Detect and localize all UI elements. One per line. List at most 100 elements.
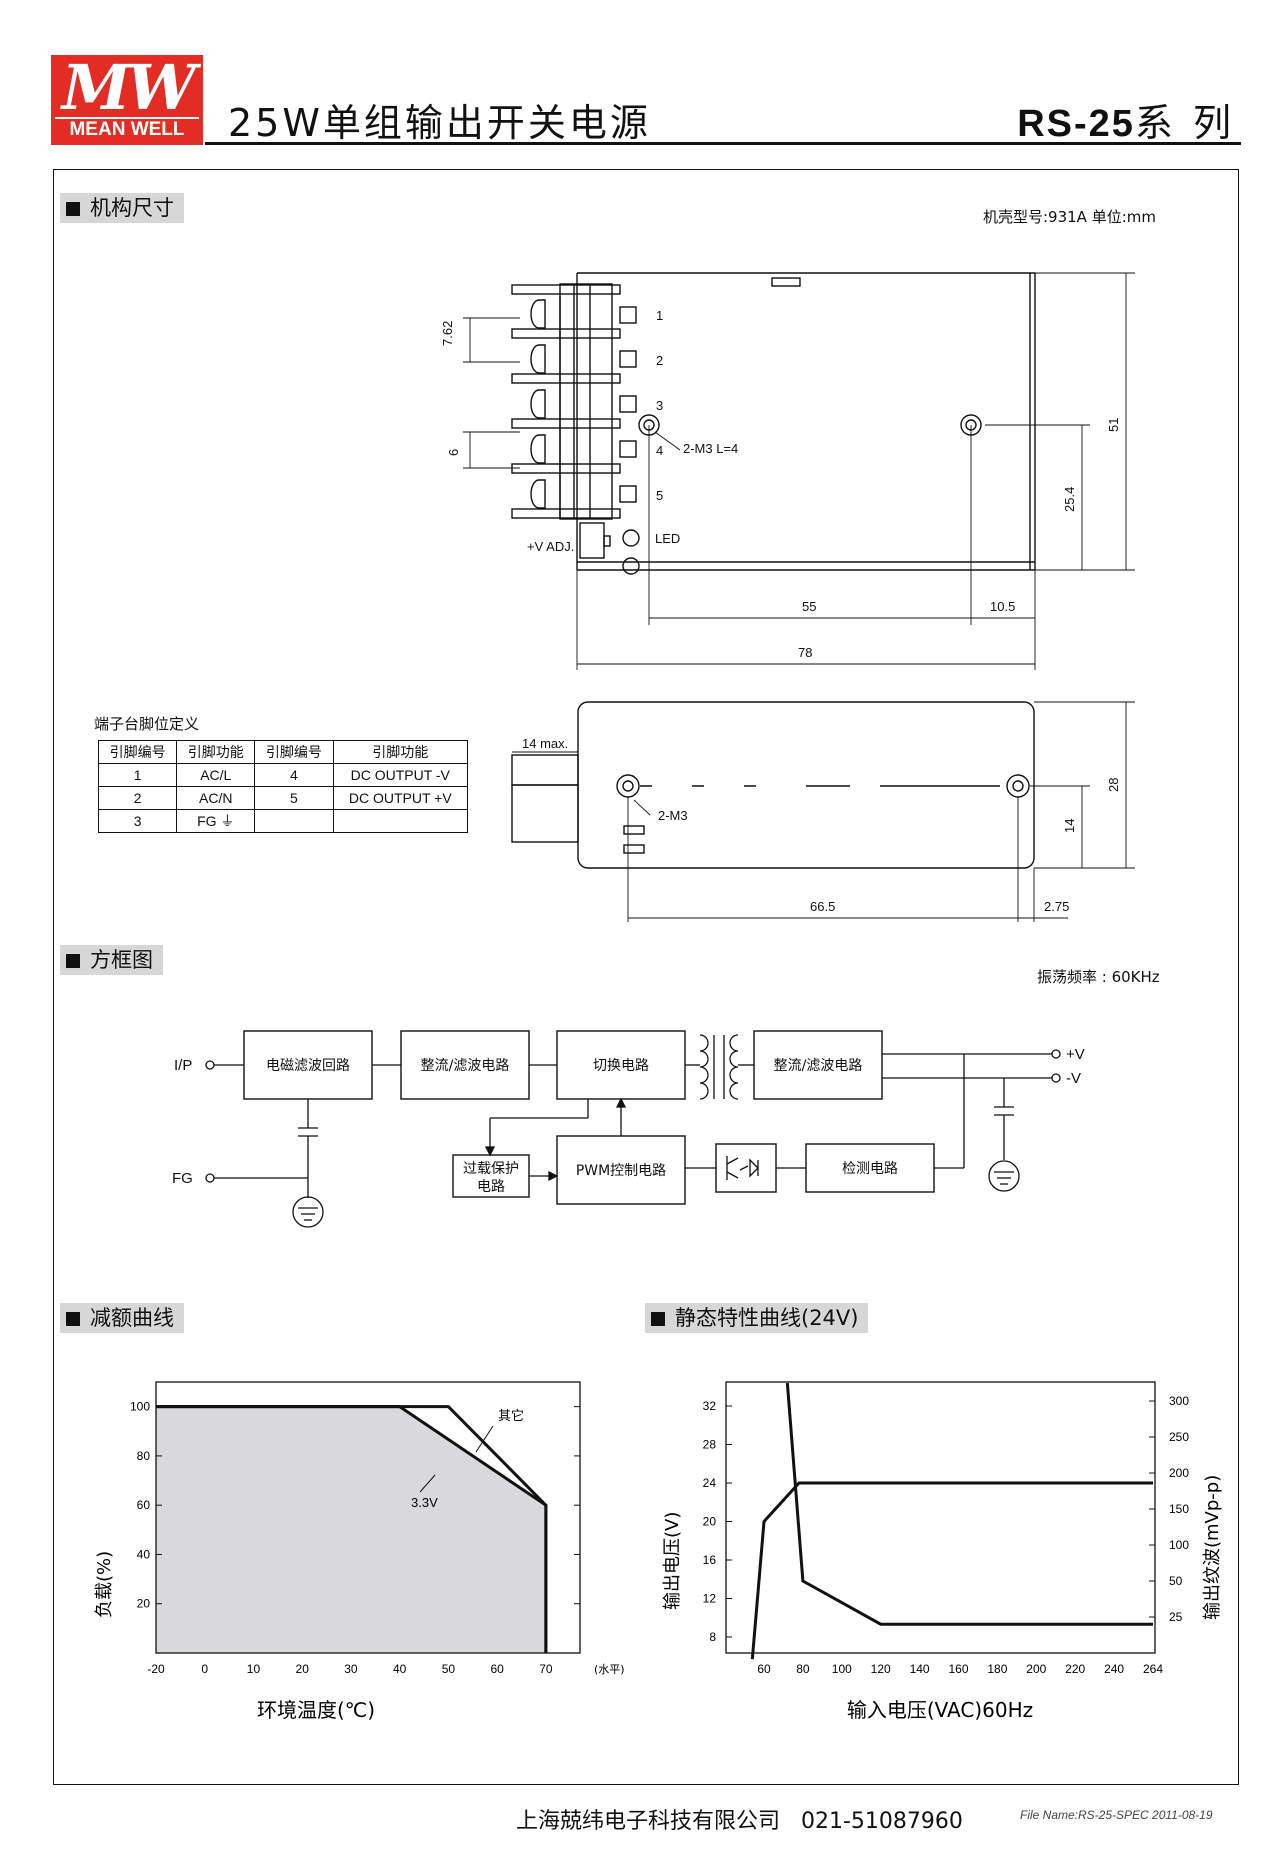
- vminus-terminal-icon: [1051, 1073, 1061, 1083]
- led-indicator: [622, 529, 640, 547]
- x-tick-label: 140: [910, 1662, 930, 1676]
- vadj-pot: [579, 522, 605, 559]
- series-label-other: 其它: [498, 1408, 524, 1424]
- block-ocp-label-1: 过载保护: [463, 1161, 519, 1177]
- ip-terminal-icon: [205, 1060, 215, 1070]
- block-emi-label: 电磁滤波回路: [266, 1058, 350, 1074]
- logo-text: MEAN WELL: [55, 117, 199, 141]
- y-tick-label: 20: [137, 1597, 151, 1611]
- transformer-secondary-icon: [729, 1034, 739, 1100]
- plot-frame: [155, 1381, 581, 1654]
- y-left-tick-label: 8: [709, 1630, 716, 1644]
- table-row: 1 AC/L 4 DC OUTPUT -V: [97, 763, 469, 787]
- y-left-tick-label: 20: [703, 1515, 717, 1529]
- block-switch: [556, 1030, 686, 1100]
- optocoupler-icon: [749, 1158, 759, 1178]
- case-tab: [771, 277, 801, 287]
- series-code: RS-25: [1017, 103, 1135, 145]
- pin-table: 引脚编号 引脚功能 引脚编号 引脚功能 1 AC/L 4 DC OUTPUT -…: [97, 740, 469, 833]
- x-unit-note: (水平): [594, 1663, 625, 1676]
- series-label-leader: [475, 1425, 494, 1453]
- dim-w14max: 14 max.: [522, 736, 568, 751]
- pin-label-4: 4: [656, 443, 663, 458]
- section-static: 静态特性曲线(24V): [645, 1303, 869, 1333]
- y-left-tick-label: 12: [703, 1592, 717, 1606]
- dim-h25-4: 25.4: [1062, 487, 1077, 512]
- pin-squares: [619, 306, 637, 503]
- x-tick-label: 220: [1065, 1662, 1085, 1676]
- table-cell: AC/N: [176, 786, 256, 810]
- y-right-tick-label: 50: [1169, 1574, 1183, 1588]
- terminal-fins: [511, 284, 621, 519]
- mechanical-drawing: 7.62 6 51 25.4 55 10.5 78 1 2 3 4 5 2-M3…: [440, 272, 1135, 922]
- x-tick-label: 120: [871, 1662, 891, 1676]
- x-tick-label: 80: [796, 1662, 810, 1676]
- block-detect: [805, 1143, 935, 1193]
- block-diagram: I/P FG +V -V 电磁滤波回路 整流/滤波电路 切换电路 整流/滤波电路…: [172, 1030, 1085, 1228]
- block-ocp-label-2: 电路: [477, 1179, 505, 1195]
- x-tick-label: 70: [539, 1662, 553, 1676]
- x-tick-label: 50: [442, 1662, 456, 1676]
- section-mechanical-title: 机构尺寸: [90, 196, 174, 220]
- y-left-tick-label: 28: [703, 1438, 717, 1452]
- series-label-leader: [419, 1474, 436, 1493]
- block-pwm: [556, 1135, 686, 1205]
- y-left-axis-label: 输出电压(V): [662, 1512, 683, 1610]
- ground-icon: [988, 1160, 1020, 1192]
- section-block-title: 方框图: [90, 948, 153, 972]
- x-axis-label: 环境温度(℃): [257, 1698, 375, 1722]
- x-tick-label: 0: [201, 1662, 208, 1676]
- fg-label: FG: [172, 1170, 193, 1187]
- y-tick-label: 60: [137, 1498, 151, 1512]
- section-static-title: 静态特性曲线(24V): [675, 1306, 859, 1330]
- y-tick-label: 80: [137, 1449, 151, 1463]
- terminal-screws: [530, 284, 591, 519]
- footer-company: 上海兢纬电子科技有限公司 021-51087960: [516, 1803, 963, 1835]
- y-axis-label: 负载(%): [94, 1551, 115, 1618]
- series-line-left: [750, 1481, 1153, 1660]
- block-rect1-label: 整流/滤波电路: [421, 1058, 510, 1074]
- document-title: 25W单组输出开关电源: [228, 101, 651, 145]
- y-tick-label: 40: [137, 1547, 151, 1561]
- content-frame: [53, 169, 1239, 1785]
- dim-pitch: 7.62: [440, 321, 455, 346]
- ip-label: I/P: [174, 1057, 192, 1074]
- dim-w66-5: 66.5: [810, 899, 835, 914]
- table-cell: 1: [97, 763, 178, 787]
- table-header: 引脚编号: [254, 740, 334, 764]
- table-header: 引脚功能: [332, 740, 469, 764]
- table-cell: FG ⏚: [176, 809, 256, 833]
- footer-phone: 021-51087960: [801, 1809, 963, 1834]
- terminal-block: [559, 283, 613, 520]
- y-right-tick-label: 250: [1169, 1430, 1189, 1444]
- section-mechanical: 机构尺寸: [60, 193, 184, 223]
- table-cell: [332, 809, 469, 833]
- y-right-axis-label: 输出纹波(mVp-p): [1202, 1475, 1223, 1620]
- series-suffix: 系 列: [1134, 101, 1235, 145]
- x-tick-label: 40: [393, 1662, 407, 1676]
- y-right-tick-label: 25: [1169, 1610, 1183, 1624]
- x-tick-label: 240: [1104, 1662, 1124, 1676]
- block-optocoupler: [715, 1143, 777, 1193]
- section-block-diagram: 方框图: [60, 945, 163, 975]
- dim-w10-5: 10.5: [990, 599, 1015, 614]
- table-header-row: 引脚编号 引脚功能 引脚编号 引脚功能: [97, 740, 469, 764]
- section-derating-title: 减额曲线: [90, 1306, 174, 1330]
- screw-label-top: 2-M3 L=4: [683, 441, 738, 456]
- table-row: 3 FG ⏚: [97, 809, 469, 833]
- fg-terminal-icon: [205, 1173, 215, 1183]
- x-tick-label: 264: [1143, 1662, 1163, 1676]
- x-axis-label: 输入电压(VAC)60Hz: [847, 1698, 1033, 1722]
- pin-label-1: 1: [656, 308, 663, 323]
- y-right-tick-label: 300: [1169, 1394, 1189, 1408]
- pin-label-2: 2: [656, 353, 663, 368]
- y-left-tick-label: 16: [703, 1553, 717, 1567]
- screw-label-bottom: 2-M3: [658, 808, 688, 823]
- block-ocp: [452, 1154, 530, 1198]
- transformer-primary-icon: [699, 1034, 709, 1100]
- pin-label-3: 3: [656, 398, 663, 413]
- table-cell: 4: [254, 763, 334, 787]
- x-tick-label: 160: [948, 1662, 968, 1676]
- side-view: [511, 701, 1035, 869]
